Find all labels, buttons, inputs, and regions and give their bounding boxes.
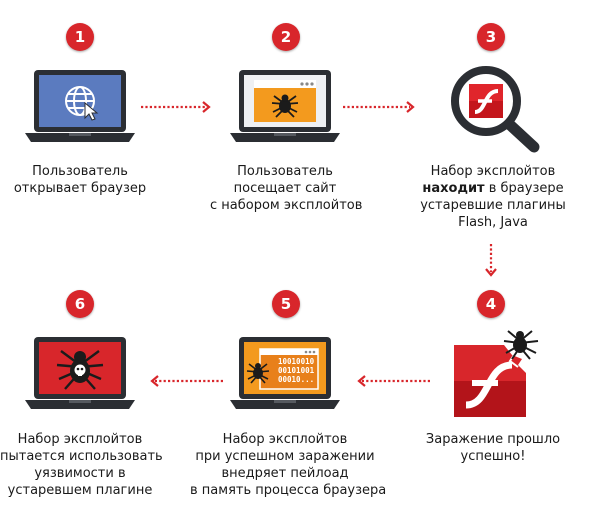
step-6-number: 6 [74, 295, 86, 313]
step-1-caption-line: Пользователь [32, 164, 128, 179]
step-1-caption-line: открывает браузер [13, 181, 147, 196]
step-3-badge: 3 [477, 23, 505, 51]
step-3-number: 3 [485, 28, 497, 46]
step-5-caption-line: Набор эксплойтов [222, 432, 348, 447]
step-4-caption-line: успешно! [460, 449, 526, 464]
step-6-caption-line: пытается использовать [0, 449, 163, 464]
step-5-caption-line: в память процесса браузера [190, 483, 387, 498]
step-4-caption: Заражение прошло успешно! [418, 431, 568, 465]
step-2-caption-line: с набором эксплойтов [210, 198, 363, 213]
step-6-caption-line: уязвимости в [34, 466, 126, 481]
laptop-browser-globe-icon [25, 70, 135, 142]
step-6-caption: Набор эксплойтов пытается использовать у… [0, 431, 163, 499]
step-5-caption-line: внедряет пейлоад [221, 466, 349, 481]
step-2-number: 2 [280, 28, 292, 46]
step-2-caption: Пользователь посещает сайт с набором экс… [210, 163, 363, 214]
step-3-caption: Набор эксплойтов находит в браузере уста… [418, 163, 568, 231]
magnifier-flash-icon [451, 66, 540, 153]
step-5-number: 5 [280, 295, 292, 313]
step-4-badge: 4 [477, 290, 505, 318]
broken-flash-spider-icon [454, 330, 539, 417]
laptop-spider-website-icon [230, 70, 340, 142]
step-6-caption-line: Набор эксплойтов [17, 432, 143, 447]
step-1-caption: Пользователь открывает браузер [10, 163, 150, 197]
step-5-caption-line: при успешном заражении [195, 449, 375, 464]
step-1-badge: 1 [66, 23, 94, 51]
binary-line: 00010... [278, 375, 314, 384]
step-3-caption-line: находит в браузере [418, 180, 568, 197]
step-5-badge: 5 [272, 290, 300, 318]
step-3-caption-rest: в браузере [488, 181, 564, 196]
step-2-caption-line: Пользователь [237, 164, 333, 179]
step-4-number: 4 [485, 295, 497, 313]
step-2-badge: 2 [272, 23, 300, 51]
step-3-caption-bold: находит [422, 181, 485, 196]
binary-line: 10010010 [278, 357, 315, 366]
laptop-skull-spider-icon [25, 337, 135, 409]
step-3-caption-line: Flash, Java [458, 215, 528, 230]
step-6-badge: 6 [66, 290, 94, 318]
step-5-caption: Набор эксплойтов при успешном заражении … [190, 431, 387, 499]
binary-line: 00101001 [278, 366, 315, 375]
step-6-caption-line: устаревшем плагине [7, 483, 153, 498]
step-3-caption-line: Набор эксплойтов [430, 164, 556, 179]
step-3-caption-line: устаревшие плагины [420, 198, 566, 213]
laptop-spider-binary-icon: 10010010 00101001 00010... [230, 337, 340, 409]
step-2-caption-line: посещает сайт [233, 181, 337, 196]
step-1-number: 1 [74, 28, 86, 46]
step-4-caption-line: Заражение прошло [425, 432, 561, 447]
